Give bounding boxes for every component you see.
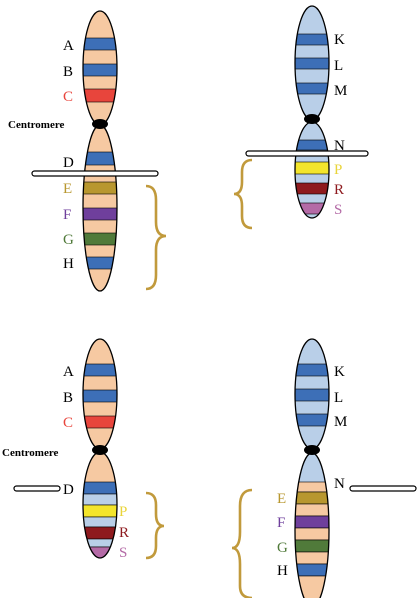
label-M: M (334, 83, 347, 99)
label-N: N (334, 138, 345, 154)
label-G: G (277, 540, 288, 556)
chromosome-1-top (32, 11, 166, 291)
label-R: R (119, 525, 129, 541)
label-A: A (63, 38, 74, 54)
label-S: S (334, 202, 342, 218)
label-M: M (334, 414, 347, 430)
label-F: F (63, 207, 71, 223)
label-K: K (334, 364, 345, 380)
label-H: H (63, 256, 74, 272)
label-B: B (63, 390, 73, 406)
label-F: F (277, 515, 285, 531)
label-D: D (63, 482, 74, 498)
label-E: E (277, 491, 286, 507)
centromere-dot (304, 114, 320, 124)
label-L: L (334, 390, 343, 406)
break-line (32, 171, 158, 176)
label-N: N (334, 476, 345, 492)
label-A: A (63, 364, 74, 380)
break-line (14, 486, 60, 491)
break-line (350, 486, 416, 491)
centromere-label: Centromere (2, 447, 59, 459)
label-R: R (334, 182, 344, 198)
centromere-label: Centromere (8, 119, 65, 131)
brace (234, 160, 252, 228)
chromosome-2-top (234, 6, 368, 228)
label-E: E (63, 181, 72, 197)
label-C: C (63, 415, 73, 431)
brace (146, 493, 164, 558)
label-B: B (63, 64, 73, 80)
label-D: D (63, 155, 74, 171)
label-K: K (334, 32, 345, 48)
brace (232, 490, 252, 598)
label-P: P (119, 504, 127, 520)
brace (146, 186, 166, 289)
label-S: S (119, 545, 127, 561)
label-C: C (63, 89, 73, 105)
centromere-dot (92, 119, 108, 129)
label-H: H (277, 563, 288, 579)
label-G: G (63, 232, 74, 248)
label-P: P (334, 162, 342, 178)
centromere-dot (92, 445, 108, 455)
chromosome-2-bottom (232, 339, 416, 598)
label-L: L (334, 58, 343, 74)
centromere-dot (304, 445, 320, 455)
break-line (246, 151, 368, 156)
